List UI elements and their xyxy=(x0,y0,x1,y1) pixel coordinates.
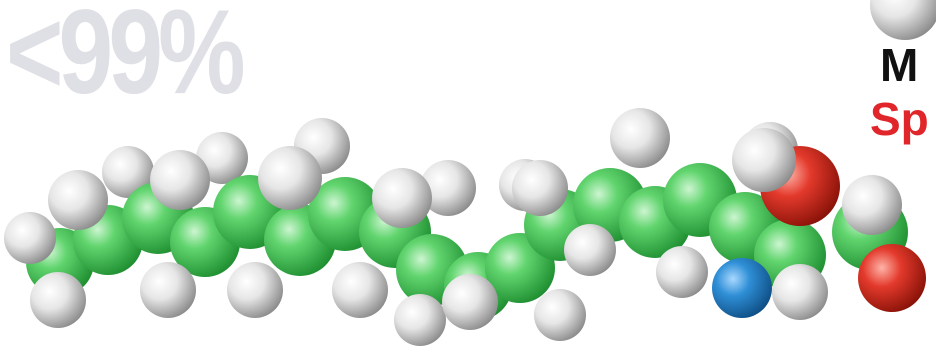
heading-line-2: Sp xyxy=(870,93,929,145)
hydrogen-atoms-front xyxy=(4,128,902,346)
heading-line-1: M xyxy=(880,39,919,91)
purity-label: <99% xyxy=(6,0,246,119)
nitrogen-atom xyxy=(712,258,772,318)
